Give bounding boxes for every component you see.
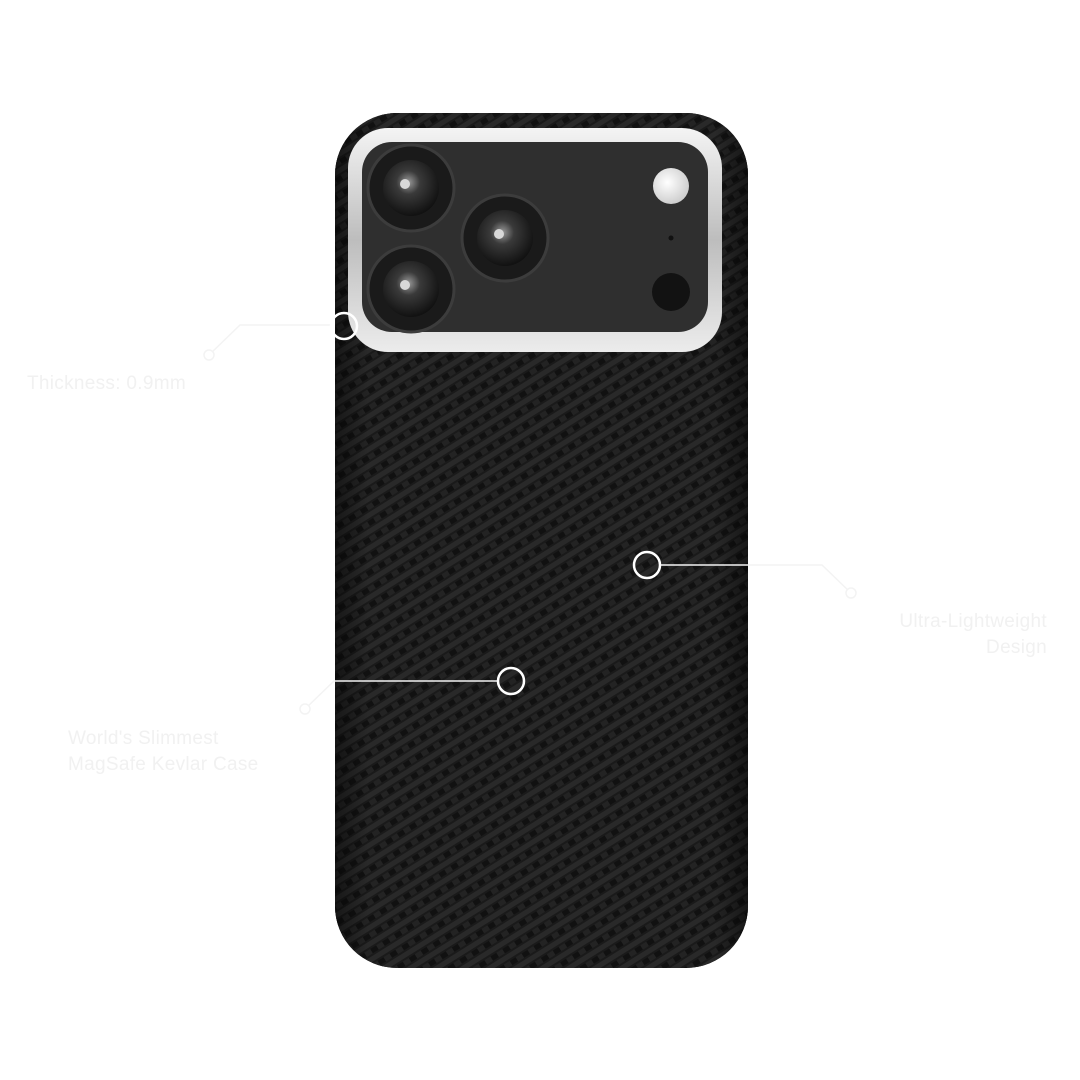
slimmest-marker-icon <box>496 666 526 696</box>
callout-thickness-label: Thickness: 0.9mm <box>27 371 186 397</box>
callout-thickness-line: Thickness: 0.9mm <box>27 373 186 394</box>
lightweight-marker-icon <box>632 550 662 580</box>
camera-lens-icon <box>366 244 456 334</box>
camera-lens-icon <box>366 143 456 233</box>
flash-icon <box>653 168 689 204</box>
callout-lightweight-label: Ultra-Lightweight Design <box>899 609 1047 661</box>
camera-lens-icon <box>460 193 550 283</box>
callout-slimmest-line-1: World's Slimmest <box>68 728 219 749</box>
callout-slimmest-leader <box>299 666 526 715</box>
callout-thickness-leader <box>203 311 359 361</box>
lidar-sensor-icon <box>652 273 690 311</box>
callout-lightweight-leader <box>632 550 857 599</box>
callout-lightweight-line-2: Design <box>986 637 1047 658</box>
callout-slimmest-line-2: MagSafe Kevlar Case <box>68 754 259 775</box>
thickness-marker-icon <box>329 311 359 341</box>
camera-module <box>348 128 722 352</box>
callout-slimmest-label: World's Slimmest MagSafe Kevlar Case <box>68 726 259 778</box>
microphone-icon <box>668 235 674 241</box>
callout-lightweight-line-1: Ultra-Lightweight <box>899 611 1047 632</box>
